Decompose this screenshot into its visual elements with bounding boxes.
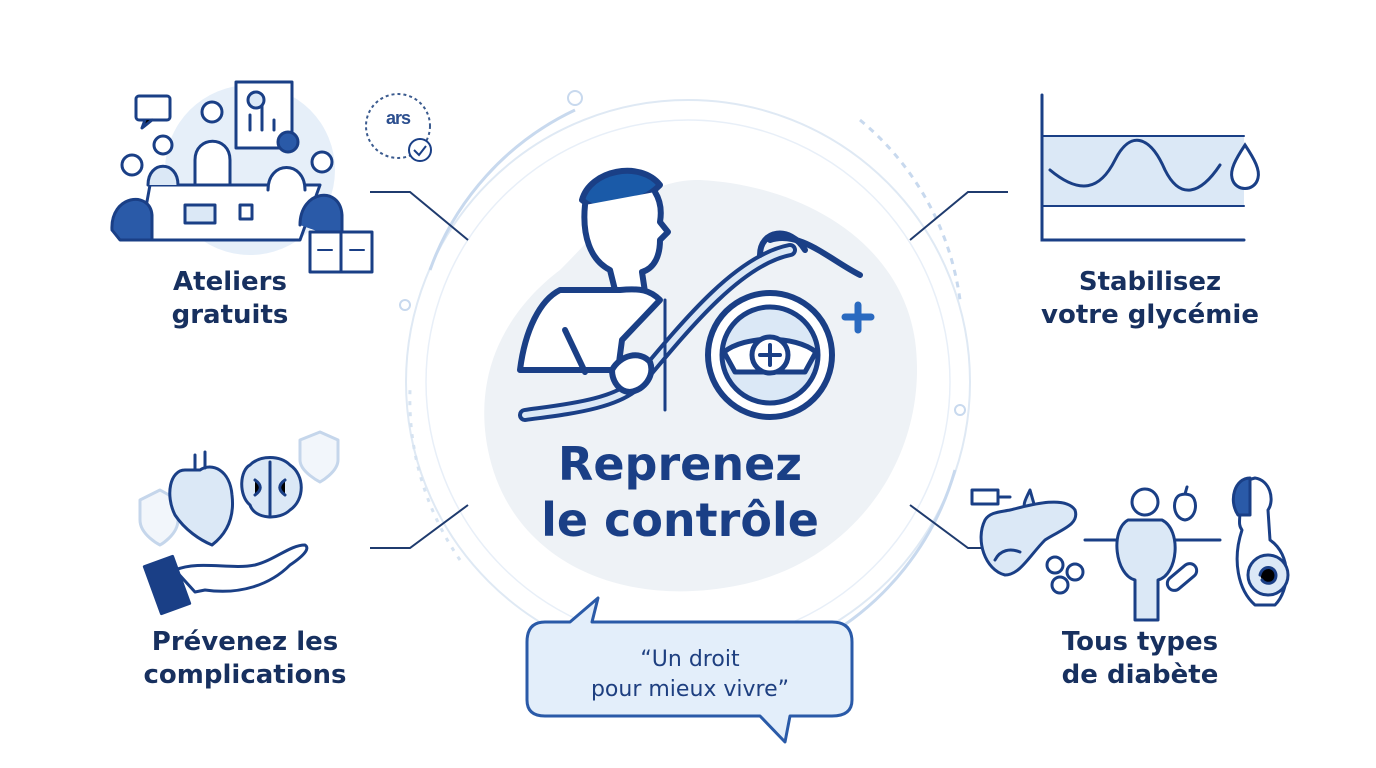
label-workshops: Ateliers gratuits: [110, 266, 350, 332]
hand-heart-brain-icon: [138, 430, 340, 616]
label-diabetes-line2: de diabète: [1061, 660, 1219, 690]
main-title-line2: le contrôle: [541, 493, 819, 547]
team-meeting-icon: [110, 80, 374, 274]
person-steering-wheel-icon: [517, 167, 875, 422]
label-glycemia: Stabilisez votre glycémie: [1020, 266, 1280, 332]
label-diabetes: Tous types de diabète: [1030, 626, 1250, 692]
quote-line1: “Un droit: [640, 647, 740, 672]
label-diabetes-line1: Tous types: [1061, 627, 1219, 657]
label-workshops-line2: gratuits: [171, 300, 289, 330]
ars-badge: [365, 93, 432, 162]
label-glycemia-line1: Stabilisez: [1078, 267, 1222, 297]
label-complications-line1: Prévenez les: [151, 627, 339, 657]
main-title: Reprenez le contrôle: [470, 436, 890, 548]
quote-line2: pour mieux vivre”: [590, 677, 790, 702]
quote-bubble: [525, 596, 854, 744]
pancreas-body-pregnancy-icon: [970, 476, 1290, 622]
glucose-curve-icon: [1040, 93, 1260, 242]
center-backdrop: [484, 179, 918, 592]
label-complications-line2: complications: [143, 660, 347, 690]
main-title-line1: Reprenez: [557, 437, 803, 491]
label-workshops-line1: Ateliers: [173, 267, 287, 297]
label-glycemia-line2: votre glycémie: [1041, 300, 1259, 330]
ars-logo-text: ars: [385, 108, 411, 128]
quote-text: “Un droit pour mieux vivre”: [560, 645, 820, 705]
label-complications: Prévenez les complications: [110, 626, 380, 692]
